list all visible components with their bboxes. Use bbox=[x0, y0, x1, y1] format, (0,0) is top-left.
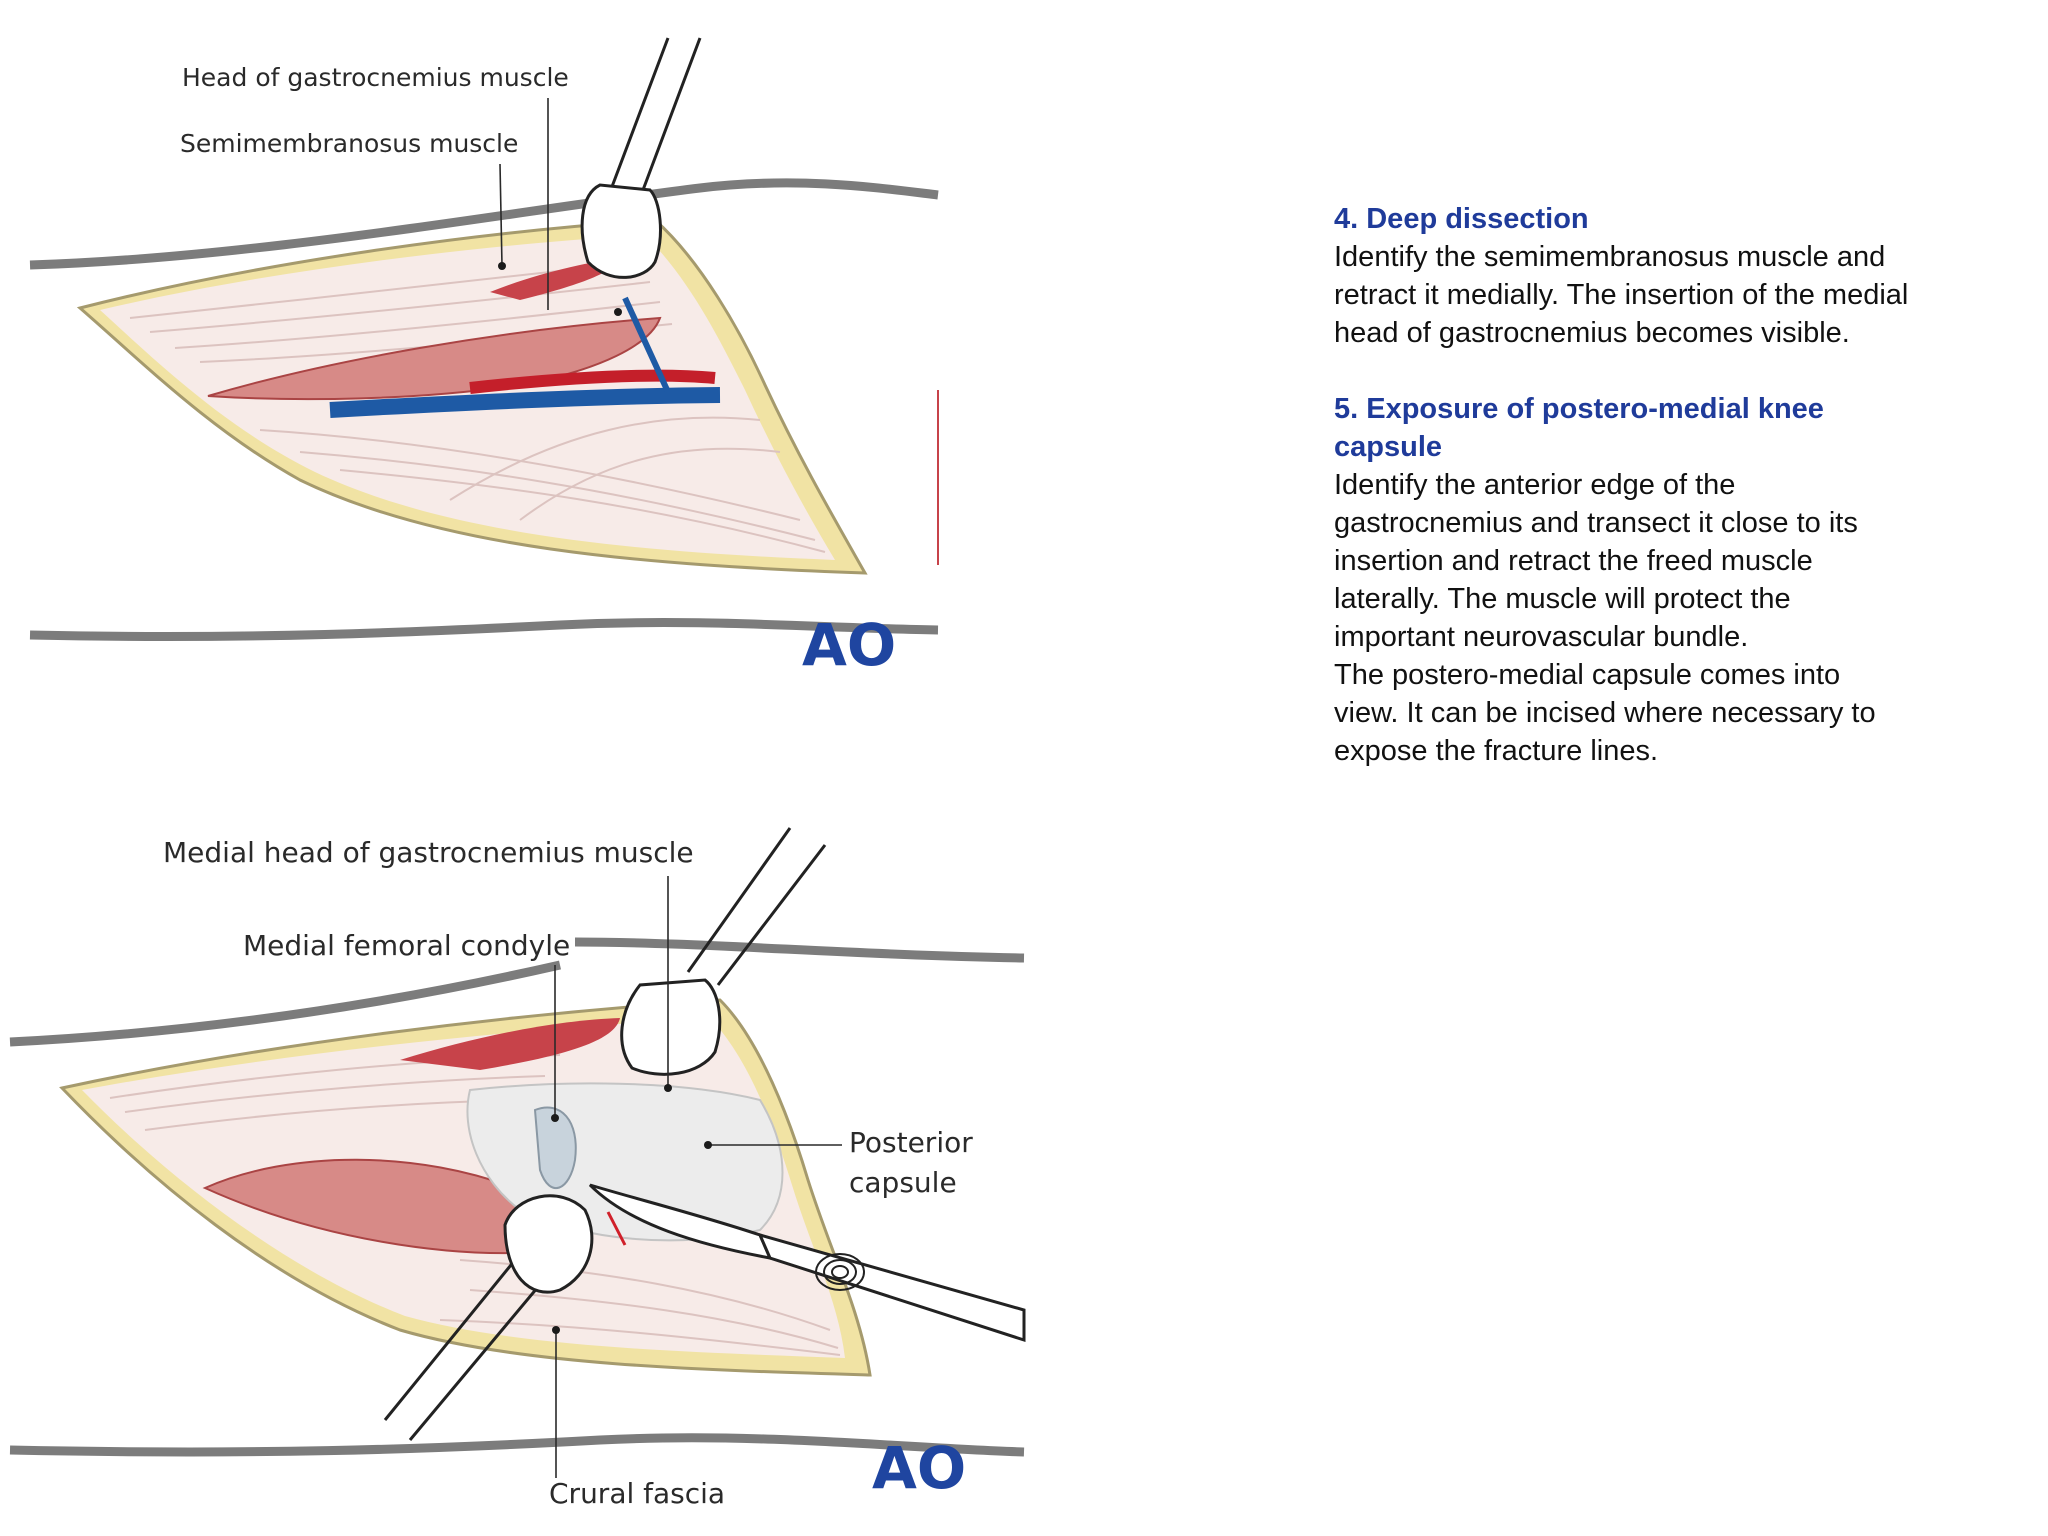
gastrocnemius-head bbox=[490, 258, 620, 300]
pointer-dot bbox=[614, 308, 622, 316]
instructions-panel: 4. Deep dissection Identify the semimemb… bbox=[1334, 200, 2024, 808]
label-crural-fascia: Crural fascia bbox=[549, 1477, 725, 1510]
incision-line bbox=[606, 1211, 627, 1246]
scalpel-grip-rings bbox=[815, 1253, 865, 1291]
pointer-dot bbox=[498, 262, 506, 270]
label-semimembranosus: Semimembranosus muscle bbox=[180, 129, 518, 158]
section-body: Identify the anterior edge of the gastro… bbox=[1334, 469, 1876, 767]
label-head-gastrocnemius: Head of gastrocnemius muscle bbox=[182, 63, 569, 92]
retractor-blade bbox=[580, 183, 662, 279]
label-posterior-capsule: capsule bbox=[849, 1166, 957, 1199]
pointer-dot bbox=[552, 1326, 560, 1334]
pointer-dot bbox=[704, 1141, 712, 1149]
retractor-blade-upper bbox=[620, 978, 722, 1076]
section-title: 5. Exposure of postero-medial knee capsu… bbox=[1334, 393, 1824, 463]
section-title: 4. Deep dissection bbox=[1334, 203, 1589, 235]
label-posterior-capsule: Posterior bbox=[849, 1126, 973, 1159]
saphenous-vein bbox=[622, 296, 671, 394]
gastrocnemius-upper-band bbox=[400, 1018, 620, 1070]
section-body: Identify the semimembranosus muscle and … bbox=[1334, 241, 1909, 349]
pointer-dot bbox=[664, 1084, 672, 1092]
label-medial-femoral-condyle: Medial femoral condyle bbox=[243, 929, 570, 962]
skin-outline-lower bbox=[9, 1433, 1025, 1457]
ao-logo: AO bbox=[872, 1434, 966, 1502]
muscle-fibers bbox=[129, 261, 826, 553]
skin-outline-lower bbox=[29, 618, 939, 642]
popliteal-artery bbox=[469, 369, 716, 394]
figure-deep-dissection: Head of gastrocnemius muscle Semimembran… bbox=[29, 37, 939, 679]
section-deep-dissection: 4. Deep dissection Identify the semimemb… bbox=[1334, 200, 2024, 352]
popliteal-vein bbox=[329, 387, 721, 418]
retractor-blade-lower bbox=[503, 1194, 594, 1294]
retractor-handle-upper bbox=[686, 827, 827, 986]
retractor-handle bbox=[608, 37, 702, 199]
figure-posteromedial-capsule: Medial head of gastrocnemius muscle Medi… bbox=[9, 827, 1026, 1510]
label-medial-head-gastrocnemius: Medial head of gastrocnemius muscle bbox=[163, 836, 694, 869]
pointer-dot bbox=[551, 1114, 559, 1122]
section-posteromedial-capsule: 5. Exposure of postero-medial knee capsu… bbox=[1334, 390, 2024, 770]
femoral-condyle bbox=[533, 1106, 577, 1190]
ao-logo: AO bbox=[802, 611, 896, 679]
leader-semimembranosus bbox=[499, 163, 503, 267]
scalpel-handle bbox=[757, 1232, 1026, 1343]
skin-outline-upper bbox=[9, 937, 1025, 1047]
retractor-handle-lower bbox=[383, 1259, 550, 1441]
